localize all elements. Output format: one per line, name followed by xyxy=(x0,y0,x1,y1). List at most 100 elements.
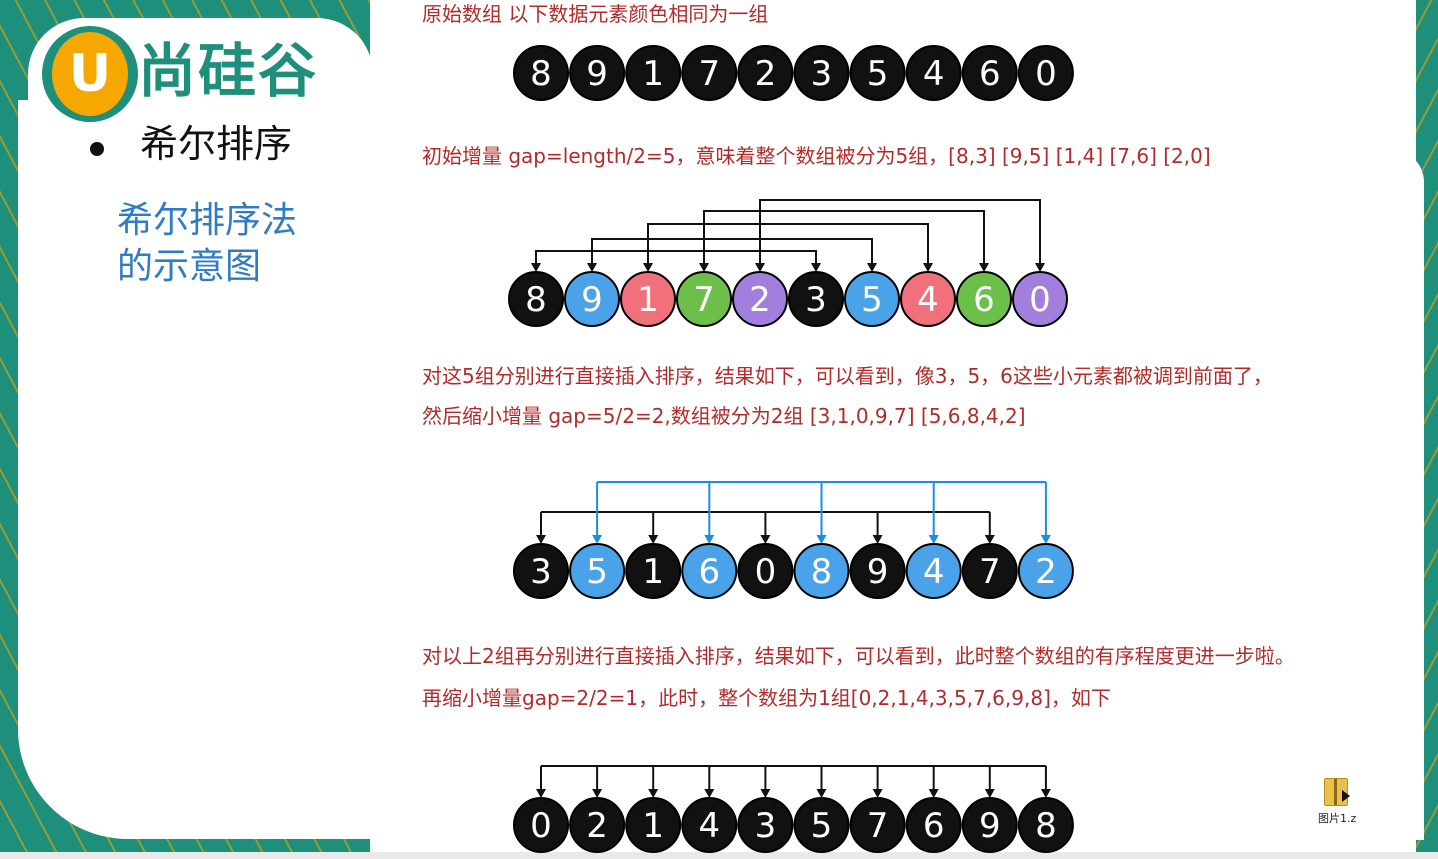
array-element-value: 0 xyxy=(530,806,552,846)
gap2-blue-arrow-3 xyxy=(928,535,939,544)
gap5-connector-5-arrow-left xyxy=(755,263,765,272)
array-element-circle xyxy=(793,543,850,599)
gap5-connector-2-arrow-right xyxy=(867,263,877,272)
gap2-connector-black xyxy=(536,511,995,544)
gap5-connector-1-arrow-right xyxy=(811,263,821,272)
gap5-connector-2-line xyxy=(591,238,873,263)
array-element-value: 9 xyxy=(867,552,889,592)
gap5-connector-5-arrow-right xyxy=(1035,263,1045,272)
gap1-arrow-4 xyxy=(760,789,771,798)
array-element-value: 4 xyxy=(698,806,720,846)
array-element-value: 8 xyxy=(530,54,552,94)
array-element-value: 9 xyxy=(979,806,1001,846)
gap5-connector-4-line xyxy=(703,210,985,263)
bottom-bar xyxy=(0,852,1438,859)
array-element-circle xyxy=(681,543,738,599)
slide-heading: 希尔排序 xyxy=(140,122,293,166)
logo-badge-icon: U xyxy=(42,26,138,122)
array-element-value: 2 xyxy=(755,54,777,94)
gap5-connector-3-arrow-left xyxy=(643,263,653,272)
gap2-black-arrow-2 xyxy=(760,535,771,544)
array-element-value: 4 xyxy=(923,552,945,592)
array-element-value: 2 xyxy=(586,806,608,846)
array-element-circle xyxy=(1012,271,1068,327)
gap5-connector-3 xyxy=(643,223,933,272)
array-element-circle xyxy=(513,45,569,101)
gap1-arrow-7 xyxy=(928,789,939,798)
array-element-value: 5 xyxy=(811,806,833,846)
array-element-circle xyxy=(1017,45,1074,101)
array-element-circle xyxy=(625,543,682,599)
gap2-blue-arrow-2 xyxy=(816,535,827,544)
gap1-arrow-8 xyxy=(984,789,995,798)
gap5-connector-4 xyxy=(699,210,989,272)
array-element-value: 3 xyxy=(811,54,833,94)
gap1-arrow-6 xyxy=(872,789,883,798)
array-element-circle xyxy=(961,45,1018,101)
array-element-value: 3 xyxy=(805,280,827,320)
array-element-value: 1 xyxy=(637,280,659,320)
array-element-value: 7 xyxy=(867,806,889,846)
array-element-circle xyxy=(849,543,906,599)
array-element-value: 0 xyxy=(1029,280,1051,320)
array-element-value: 8 xyxy=(811,552,833,592)
gap2-black-arrow-1 xyxy=(648,535,659,544)
array-element-circle xyxy=(788,271,844,327)
gap5-connector-2-arrow-left xyxy=(587,263,597,272)
array-element-value: 4 xyxy=(917,280,939,320)
array-element-circle xyxy=(513,543,569,599)
array-element-circle xyxy=(737,543,794,599)
side-caption: 希尔排序法 的示意图 xyxy=(117,198,357,290)
note-after-gap-2: 对以上2组再分别进行直接插入排序，结果如下，可以看到，此时整个数组的有序程度更进… xyxy=(422,644,1295,668)
note-after-gap-5: 对这5组分别进行直接插入排序，结果如下，可以看到，像3，5，6这些小元素都被调到… xyxy=(422,364,1273,388)
logo-letter: U xyxy=(52,32,128,116)
gap5-connector-1-line xyxy=(535,250,817,263)
array-element-circle xyxy=(844,271,900,327)
array-element-circle xyxy=(681,45,738,101)
array-element-value: 3 xyxy=(755,806,777,846)
note-gap-2: 然后缩小增量 gap=5/2=2,数组被分为2组 [3,1,0,9,7] [5,… xyxy=(422,404,1026,428)
array-element-circle xyxy=(905,797,962,853)
array-element-value: 7 xyxy=(698,54,720,94)
array-element-circle xyxy=(737,797,794,853)
file-shortcut[interactable]: 图片1.z xyxy=(1318,776,1358,826)
logo: U 尚硅谷 xyxy=(28,18,373,122)
logo-text: 尚硅谷 xyxy=(138,37,319,105)
array-element-value: 5 xyxy=(867,54,889,94)
array-element-circle xyxy=(1017,797,1074,853)
array-element-circle xyxy=(513,797,569,853)
array-element-value: 7 xyxy=(979,552,1001,592)
array-element-circle xyxy=(849,797,906,853)
gap1-arrow-0 xyxy=(536,789,546,798)
array-element-circle xyxy=(625,797,682,853)
array-element-circle xyxy=(508,271,564,327)
array-element-circle xyxy=(564,271,620,327)
array-element-circle xyxy=(569,797,626,853)
array-element-value: 1 xyxy=(642,552,664,592)
array-element-circle xyxy=(793,45,850,101)
array-element-circle xyxy=(905,45,962,101)
content-area xyxy=(370,0,1416,852)
gap5-connector-4-arrow-left xyxy=(699,263,709,272)
gap1-arrow-3 xyxy=(704,789,715,798)
array-element-value: 5 xyxy=(861,280,883,320)
array-element-circle xyxy=(956,271,1012,327)
array-element-value: 2 xyxy=(1035,552,1057,592)
array-element-value: 0 xyxy=(1035,54,1057,94)
array-element-value: 0 xyxy=(755,552,777,592)
array-element-value: 5 xyxy=(586,552,608,592)
note-gap-5: 初始增量 gap=length/2=5，意味着整个数组被分为5组，[8,3] [… xyxy=(422,144,1211,168)
array-element-circle xyxy=(676,271,732,327)
gap2-connector-blue xyxy=(592,481,1051,544)
note-gap-1: 再缩小增量gap=2/2=1，此时，整个数组为1组[0,2,1,4,3,5,7,… xyxy=(422,686,1111,710)
gap5-connector-1-arrow-left xyxy=(531,263,541,272)
gap2-black-arrow-3 xyxy=(872,535,883,544)
array-element-value: 3 xyxy=(530,552,552,592)
gap1-arrow-9 xyxy=(1040,789,1051,798)
note-original-array: 原始数组 以下数据元素颜色相同为一组 xyxy=(422,2,769,26)
array-element-circle xyxy=(732,271,788,327)
